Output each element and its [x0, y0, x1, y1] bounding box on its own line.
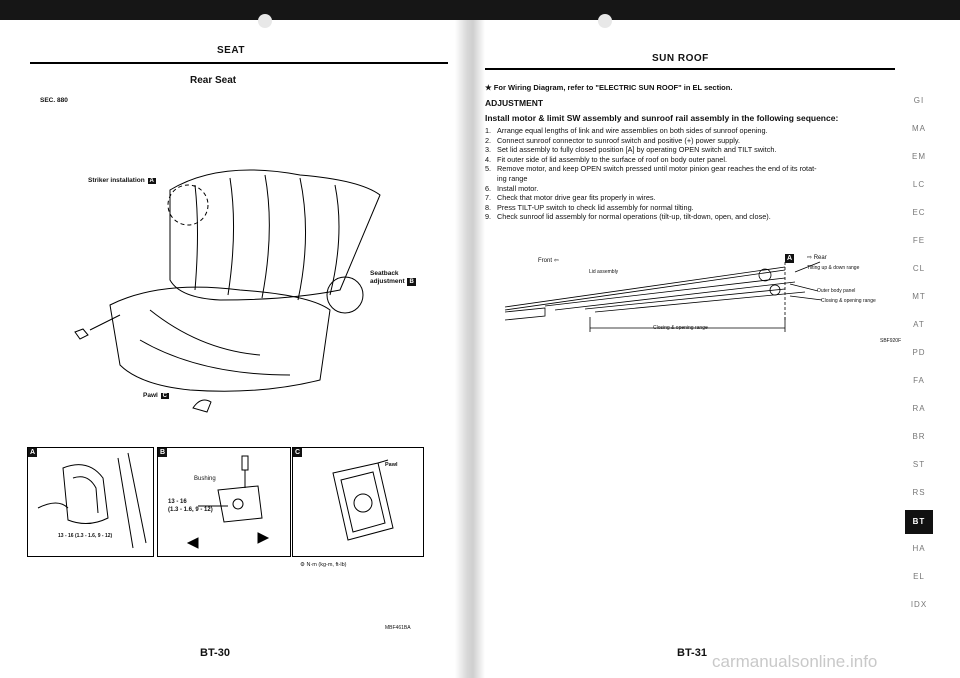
step-item: 7.Check that motor drive gear fits prope…	[485, 193, 656, 203]
front-label: Front ⇦	[538, 258, 559, 264]
position-a-label: A	[785, 254, 794, 263]
sec-code: SEC. 880	[40, 97, 68, 104]
binder-hole-right	[598, 14, 612, 28]
tab-rs[interactable]: RS	[912, 488, 926, 497]
pawl-label: Pawl C	[143, 392, 169, 399]
tab-idx[interactable]: IDX	[910, 600, 928, 609]
tab-st[interactable]: ST	[912, 460, 926, 469]
section-title: SUN ROOF	[652, 53, 709, 64]
detail-panel-b: B Bushing 13 - 16 (1.3 - 1.6, 9 - 12)	[157, 447, 291, 557]
procedure-steps: 1.Arrange equal lengths of link and wire…	[485, 126, 905, 222]
tab-ma[interactable]: MA	[912, 124, 926, 133]
section-title: SEAT	[217, 45, 245, 56]
tab-bt[interactable]: BT	[905, 510, 933, 534]
tab-ra[interactable]: RA	[912, 404, 926, 413]
tilting-range-label: Tilting up & down range	[807, 265, 860, 271]
step-item: 5.Remove motor, and keep OPEN switch pre…	[485, 164, 817, 174]
closing-range-label: Closing & opening range	[821, 298, 876, 304]
closing-range-bottom-label: Closing & opening range	[653, 325, 708, 331]
step-item: 1.Arrange equal lengths of link and wire…	[485, 126, 768, 135]
tab-cl[interactable]: CL	[912, 264, 926, 273]
right-page: SUN ROOF ★ For Wiring Diagram, refer to …	[485, 20, 960, 678]
wiring-note: ★ For Wiring Diagram, refer to "ELECTRIC…	[485, 83, 733, 92]
torque-spec-b: 13 - 16 (1.3 - 1.6, 9 - 12)	[168, 499, 213, 513]
title-rule	[30, 62, 448, 64]
book-spine	[455, 20, 485, 678]
step-item: ing range	[497, 173, 528, 183]
bushing-label: Bushing	[194, 476, 216, 482]
step-item: 9.Check sunroof lid assembly for normal …	[485, 212, 771, 222]
rear-seat-illustration	[74, 169, 381, 413]
detail-panel-a: A 13 - 16 (1.3 - 1.6, 9 - 12)	[27, 447, 154, 557]
figure-code: MBF461BA	[385, 625, 411, 631]
tab-el[interactable]: EL	[913, 572, 925, 581]
pawl-c-label: Pawl	[385, 462, 398, 468]
step-item: 4.Fit outer side of lid assembly to the …	[485, 154, 727, 164]
lid-assembly-label: Lid assembly	[589, 269, 619, 275]
tab-mt[interactable]: MT	[912, 292, 926, 301]
tab-ha[interactable]: HA	[912, 544, 926, 553]
tab-br[interactable]: BR	[912, 432, 926, 441]
page-number: BT-31	[677, 647, 707, 659]
sunroof-adjustment-diagram	[504, 261, 823, 332]
page-number: BT-30	[200, 647, 230, 659]
tab-fe[interactable]: FE	[912, 236, 926, 245]
rear-label: ⇨ Rear	[807, 255, 827, 261]
step-item: 3.Set lid assembly to fully closed posit…	[485, 145, 777, 155]
step-item: 6.Install motor.	[485, 183, 539, 193]
watermark: carmanualsonline.info	[712, 652, 878, 671]
scan-top-bar	[0, 0, 960, 20]
adjustment-heading: ADJUSTMENT	[485, 98, 544, 108]
torque-legend: ⚙ N·m (kg-m, ft-lb)	[300, 562, 347, 568]
binder-hole-left	[258, 14, 272, 28]
striker-installation-label: Striker installation A	[88, 177, 156, 184]
step-item: 2.Connect sunroof connector to sunroof s…	[485, 135, 741, 145]
title-rule	[485, 68, 895, 70]
diagram-figure-code: SBF920F	[880, 338, 902, 344]
step-item: 8.Press TILT-UP switch to check lid asse…	[485, 202, 694, 212]
install-heading: Install motor & limit SW assembly and su…	[485, 113, 839, 123]
tab-lc[interactable]: LC	[912, 180, 926, 189]
outer-body-panel-label: Outer body panel	[817, 288, 856, 294]
tab-at[interactable]: AT	[913, 320, 925, 329]
arrow-left-icon: ⇦	[553, 258, 559, 264]
page-subtitle: Rear Seat	[190, 75, 237, 86]
tab-ec[interactable]: EC	[912, 208, 926, 217]
tab-fa[interactable]: FA	[913, 376, 925, 385]
tab-pd[interactable]: PD	[912, 348, 926, 357]
torque-spec-a: 13 - 16 (1.3 - 1.6, 9 - 12)	[58, 533, 113, 539]
torque-wrench-icon: ⚙	[300, 562, 305, 568]
tab-gi[interactable]: GI	[913, 96, 925, 105]
tab-em[interactable]: EM	[912, 152, 926, 161]
arrow-right-icon: ⇨	[807, 255, 813, 261]
detail-panel-c: C Pawl	[292, 447, 424, 557]
seatback-adjustment-label: Seatback adjustment B	[370, 270, 416, 286]
left-page: SEAT Rear Seat SEC. 880 Striker installa…	[0, 20, 455, 678]
